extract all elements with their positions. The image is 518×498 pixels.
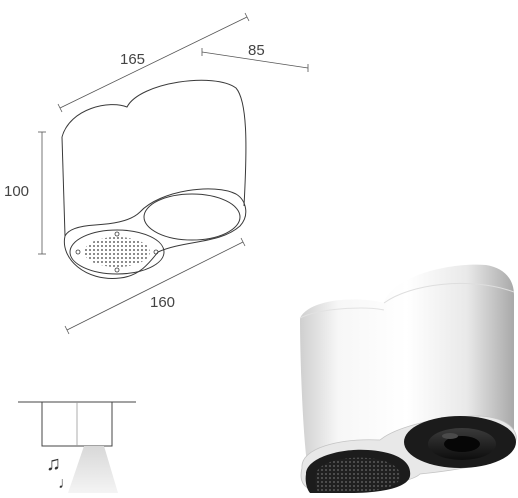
render-speaker-grille (315, 457, 401, 492)
bottom-plate-outline (63, 188, 247, 279)
speaker-screws (75, 231, 159, 273)
line-drawing (61, 79, 247, 279)
side-view-diagram: ♫ ♩ (18, 401, 136, 493)
housing-left-edge (61, 136, 66, 237)
dimension-lines (38, 12, 309, 335)
speaker-grille (84, 237, 150, 267)
housing-outline (61, 79, 247, 207)
dim-top-length: 165 (120, 51, 145, 68)
dim-height: 100 (4, 183, 29, 200)
dim-bottom-length: 160 (150, 294, 175, 311)
light-beam (68, 446, 118, 493)
music-note-icon: ♩ (58, 475, 74, 492)
speaker-ring (69, 229, 165, 275)
dim-lens-diameter: 85 (248, 42, 265, 59)
product-render (299, 264, 517, 493)
music-note-icon: ♫ (46, 453, 61, 475)
lens-outline (143, 193, 241, 241)
